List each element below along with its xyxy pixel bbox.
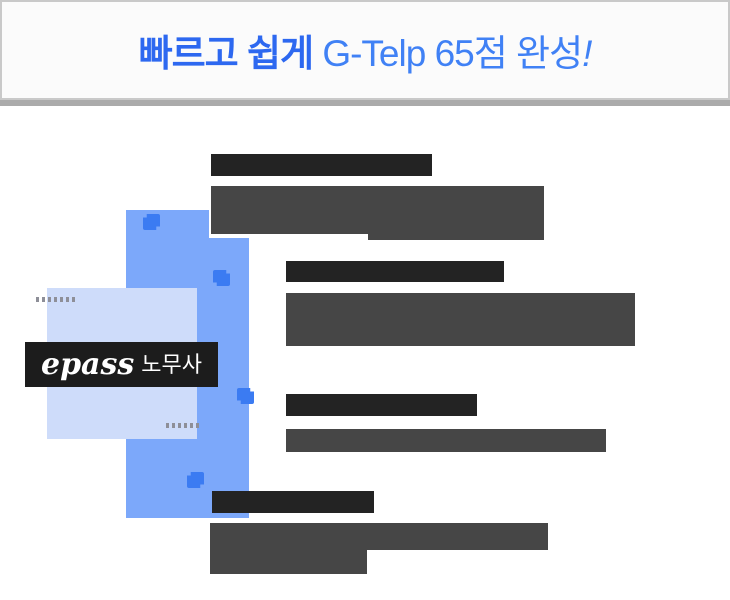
page-title: 빠르고 쉽게 G-Telp 65점 완성! bbox=[138, 23, 593, 77]
feature-icon-1 bbox=[143, 214, 160, 230]
redacted-paragraph-4-line2 bbox=[210, 550, 367, 574]
redacted-paragraph-1 bbox=[211, 186, 544, 234]
title-main: G-Telp 65점 완성 bbox=[313, 33, 583, 74]
redacted-paragraph-1-overflow bbox=[368, 234, 544, 240]
header-shadow-band bbox=[0, 100, 730, 106]
redacted-heading-1 bbox=[211, 154, 432, 176]
blue-panel-tab bbox=[126, 210, 209, 239]
redacted-paragraph-3 bbox=[286, 429, 606, 452]
nomusa-label: 노무사 bbox=[141, 351, 202, 377]
tiny-caption-dashes-bottom bbox=[166, 423, 201, 428]
title-highlight: 빠르고 쉽게 bbox=[138, 33, 314, 74]
redacted-heading-2 bbox=[286, 261, 504, 282]
redacted-paragraph-2 bbox=[286, 293, 635, 346]
tiny-caption-dashes-top bbox=[36, 297, 77, 302]
epass-logo-badge: epass 노무사 bbox=[25, 342, 218, 387]
title-exclamation: ! bbox=[582, 33, 592, 74]
header-banner: 빠르고 쉽게 G-Telp 65점 완성! bbox=[0, 0, 730, 100]
redacted-paragraph-4-line1 bbox=[210, 523, 548, 550]
redacted-heading-4 bbox=[212, 491, 374, 513]
redacted-heading-3 bbox=[286, 394, 477, 416]
epass-logo-text: epass bbox=[40, 346, 135, 382]
